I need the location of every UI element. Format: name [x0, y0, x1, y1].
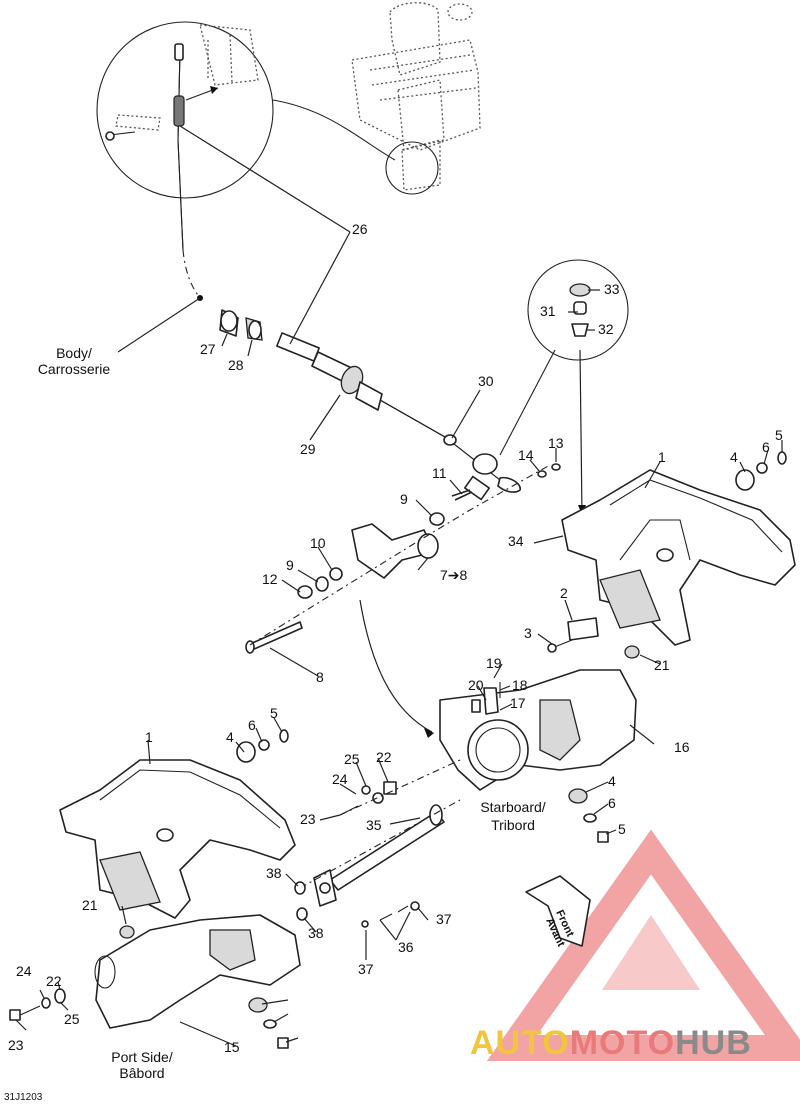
leader-lines [15, 125, 783, 1047]
callout-34: 34 [508, 533, 524, 549]
body-label-2: Carrosserie [38, 361, 111, 377]
callout-38-b: 38 [308, 925, 324, 941]
callout-9-a: 9 [400, 491, 408, 507]
starboard-grip [439, 669, 637, 843]
callout-38-a: 38 [266, 865, 282, 881]
callout-22-b: 22 [46, 973, 62, 989]
callout-37-a: 37 [436, 911, 452, 927]
callout-23-b: 23 [8, 1037, 24, 1053]
callout-24-b: 24 [16, 963, 32, 979]
callout-23-a: 23 [300, 811, 316, 827]
pointer-curve [359, 599, 433, 733]
port-grip [9, 914, 301, 1049]
body-label-1: Body/ [56, 345, 92, 361]
callout-15: 15 [224, 1039, 240, 1055]
watermark-part-1: AUTO [470, 1024, 570, 1062]
callout-37-b: 37 [358, 961, 374, 977]
callout-36: 36 [398, 939, 414, 955]
front-arrow [525, 875, 591, 947]
watermark-text: AUTOMOTOHUB [470, 1024, 752, 1063]
callout-29: 29 [300, 441, 316, 457]
linkage-parts [245, 453, 561, 654]
starboard-bracket [547, 451, 796, 659]
callout-6-a: 6 [762, 439, 770, 455]
callout-11: 11 [432, 465, 447, 481]
callout-5-c: 5 [618, 821, 626, 837]
cross-tube [294, 759, 461, 928]
detail-circle-top [96, 21, 439, 251]
callout-10: 10 [310, 535, 326, 551]
callout-labels: 1 1 2 3 4 4 4 5 5 5 6 6 6 7➔8 8 9 9 10 1… [8, 221, 783, 1055]
callout-13: 13 [548, 435, 564, 451]
port-bracket [59, 729, 296, 939]
callout-31: 31 [540, 303, 556, 319]
callout-28: 28 [228, 357, 244, 373]
detail-circle-33 [499, 259, 629, 516]
callout-17: 17 [510, 695, 526, 711]
callout-33: 33 [604, 281, 620, 297]
callout-25-a: 25 [344, 751, 360, 767]
callout-24-a: 24 [332, 771, 348, 787]
callout-5-b: 5 [270, 705, 278, 721]
callout-21-a: 21 [654, 657, 670, 673]
callout-19: 19 [486, 655, 502, 671]
starboard-label-2: Tribord [491, 817, 535, 833]
watermark-logo [486, 829, 800, 1061]
cable-dashed [182, 249, 201, 299]
callout-26: 26 [352, 221, 368, 237]
callout-16: 16 [674, 739, 690, 755]
callout-27: 27 [200, 341, 216, 357]
watermark-part-3: HUB [675, 1024, 752, 1062]
callout-18: 18 [512, 677, 528, 693]
callout-1-port: 1 [145, 729, 153, 745]
callout-1-starboard: 1 [658, 449, 666, 465]
callout-6-c: 6 [608, 795, 616, 811]
callout-5-a: 5 [775, 427, 783, 443]
callout-8: 8 [316, 669, 324, 685]
callout-2: 2 [560, 585, 568, 601]
callout-22-a: 22 [376, 749, 392, 765]
callout-35: 35 [366, 817, 382, 833]
callout-4-c: 4 [608, 773, 616, 789]
callout-7-8: 7➔8 [440, 567, 468, 583]
callout-6-b: 6 [248, 717, 256, 733]
callout-4-b: 4 [226, 729, 234, 745]
callout-4-a: 4 [730, 449, 738, 465]
callout-12: 12 [262, 571, 278, 587]
starboard-label-1: Starboard/ [480, 799, 545, 815]
throttle-control-assembly [351, 2, 481, 191]
callout-30: 30 [478, 373, 494, 389]
callout-32: 32 [598, 321, 614, 337]
callout-3: 3 [524, 625, 532, 641]
part-27-28 [219, 309, 263, 341]
diagram-code: 31J1203 [4, 1092, 43, 1103]
port-label-2: Bâbord [119, 1065, 164, 1081]
watermark-part-2: MOTO [569, 1024, 676, 1062]
callout-14: 14 [518, 447, 534, 463]
port-label-1: Port Side/ [111, 1049, 173, 1065]
region-labels: Body/ Carrosserie Starboard/ Tribord Por… [38, 345, 576, 1081]
callout-20: 20 [468, 677, 484, 693]
callout-9-b: 9 [286, 557, 294, 573]
callout-21-b: 21 [82, 897, 98, 913]
callout-25-b: 25 [64, 1011, 80, 1027]
